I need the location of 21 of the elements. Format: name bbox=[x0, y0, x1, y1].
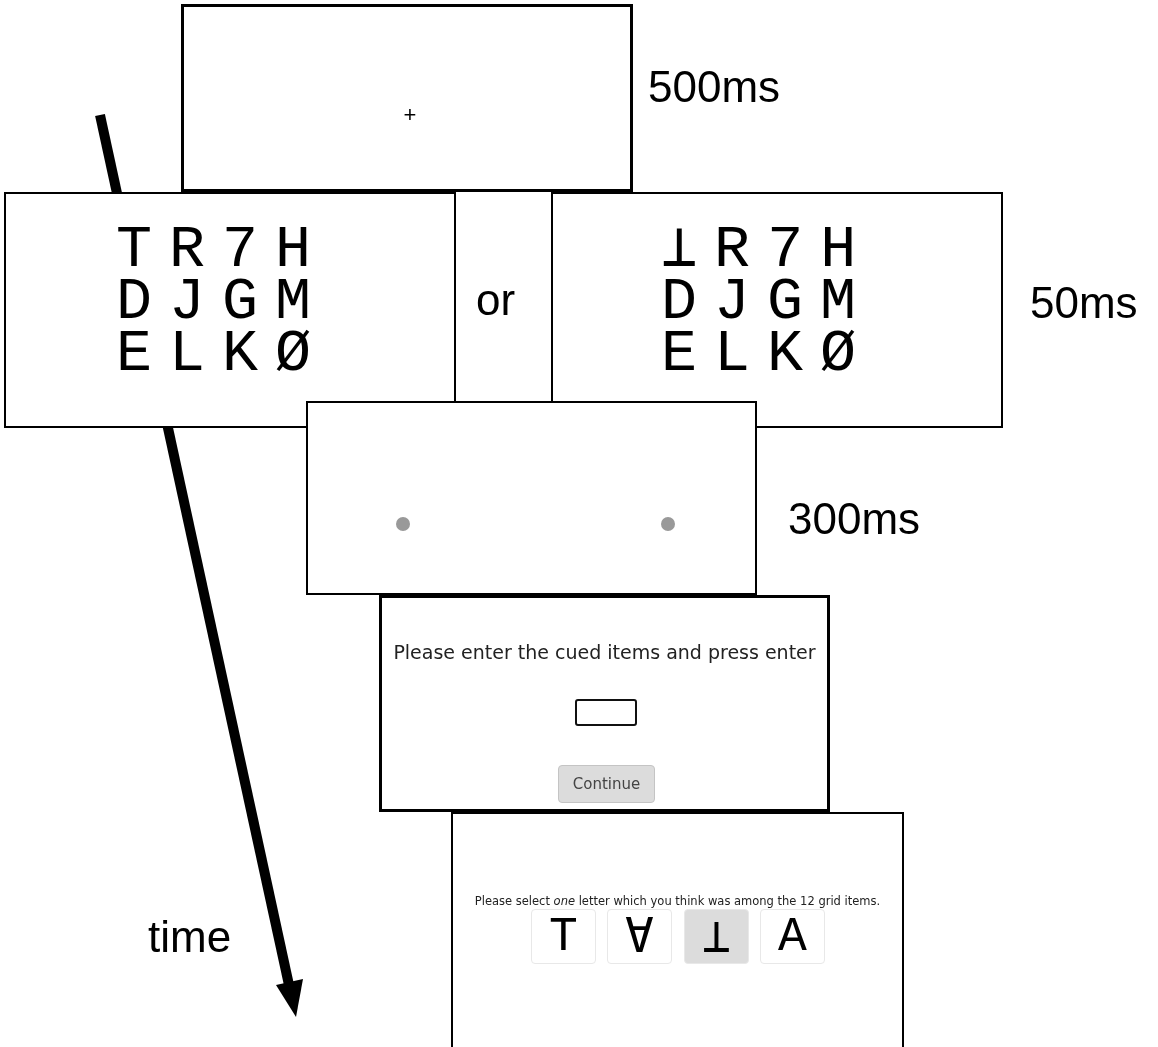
instruction-text: Please enter the cued items and press enter bbox=[392, 641, 817, 663]
or-text: or bbox=[476, 275, 516, 325]
instruction-text: Please select one letter which you think was among the 12 grid items. bbox=[473, 894, 882, 908]
letter-option: A bbox=[760, 909, 825, 964]
cue-screen bbox=[306, 401, 757, 595]
recognition-screen bbox=[451, 812, 904, 1047]
fixation-cross: + bbox=[402, 102, 418, 128]
letter-option: ∀ bbox=[607, 909, 672, 964]
letter-grid: ⊥R7H DJGM ELKØ bbox=[661, 224, 875, 380]
duration-label: 300ms bbox=[788, 494, 921, 544]
duration-label: 50ms bbox=[1030, 278, 1138, 328]
continue-button: Continue bbox=[558, 765, 655, 803]
letter-grid-screen bbox=[551, 192, 1003, 428]
time-label: time bbox=[148, 912, 232, 962]
letter-grid: TR7H DJGM ELKØ bbox=[116, 224, 330, 380]
duration-label: 500ms bbox=[648, 62, 781, 112]
fixation-screen bbox=[181, 4, 633, 192]
letter-grid-screen bbox=[4, 192, 456, 428]
letter-option: T bbox=[531, 909, 596, 964]
letter-option: ⊥ bbox=[684, 909, 749, 964]
response-screen bbox=[379, 595, 830, 812]
